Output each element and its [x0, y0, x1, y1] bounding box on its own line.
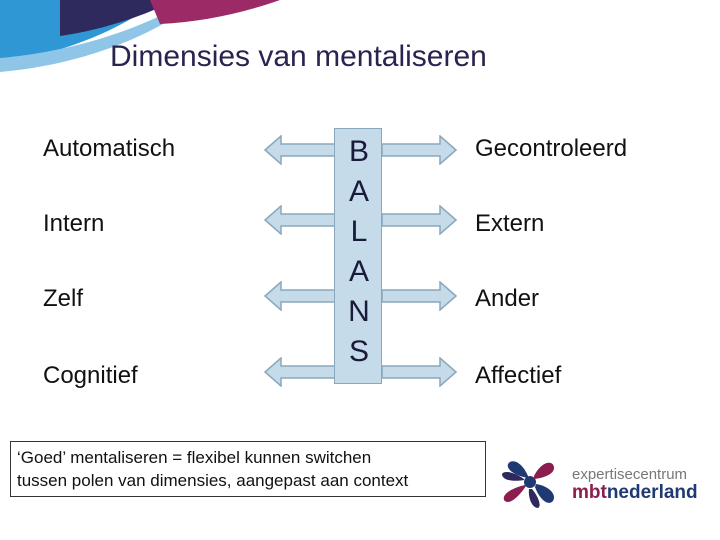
left-arrow-icon: [264, 205, 336, 235]
dimension-right-affectief: Affectief: [475, 362, 562, 389]
dimension-right-ander: Ander: [475, 285, 540, 312]
left-arrow-icon: [264, 135, 336, 165]
page-title: Dimensies van mentaliseren: [110, 40, 487, 73]
balans-letter: A: [348, 175, 369, 208]
note-box: ‘Goed’ mentaliseren = flexibel kunnen sw…: [10, 441, 486, 497]
balans-letter: B: [348, 135, 369, 168]
dimension-left-cognitief: Cognitief: [43, 362, 138, 389]
logo-text-mbt-nederland: mbtnederland: [572, 482, 698, 504]
balans-letter: N: [348, 295, 370, 328]
logo-text-nederland: nederland: [606, 482, 698, 503]
right-arrow-icon: [381, 281, 457, 311]
balans-box: B A L A N S: [334, 128, 382, 384]
left-arrow-icon: [264, 357, 336, 387]
right-arrow-icon: [381, 205, 457, 235]
dimension-left-zelf: Zelf: [43, 285, 84, 312]
balans-letter: S: [348, 335, 369, 368]
right-arrow-icon: [381, 357, 457, 387]
dimension-right-gecontroleerd: Gecontroleerd: [475, 135, 628, 162]
left-arrow-icon: [264, 281, 336, 311]
dimension-left-intern: Intern: [43, 210, 105, 237]
note-line-1: ‘Goed’ mentaliseren = flexibel kunnen sw…: [17, 448, 372, 467]
note-line-2: tussen polen van dimensies, aangepast aa…: [17, 471, 409, 490]
logo-text-expertisecentrum: expertisecentrum: [572, 466, 688, 483]
corner-swoosh-decoration: [0, 0, 280, 72]
logo-text-mbt: mbt: [572, 482, 607, 503]
dimension-right-extern: Extern: [475, 210, 545, 237]
dimension-left-automatisch: Automatisch: [43, 135, 176, 162]
balans-letter: L: [350, 215, 368, 248]
balans-letter: A: [348, 255, 369, 288]
right-arrow-icon: [381, 135, 457, 165]
mbt-logo-icon: [502, 461, 555, 508]
